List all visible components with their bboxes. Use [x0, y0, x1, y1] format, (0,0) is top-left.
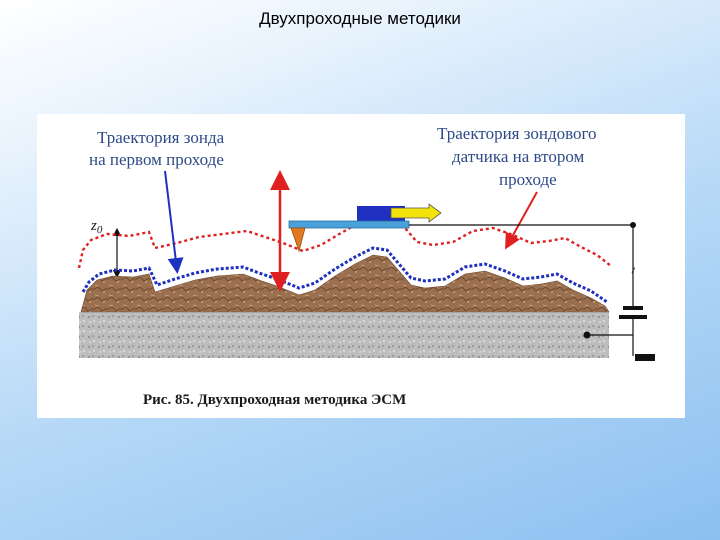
first-pass-leader-arrow	[164, 170, 184, 274]
battery-short-plate	[619, 315, 647, 319]
scan-direction-arrow	[390, 203, 442, 223]
sample-relief	[80, 254, 610, 313]
figure-panel: Траектория зонда на первом проходе Траек…	[37, 114, 685, 418]
second-pass-label-line3: проходе	[499, 170, 557, 189]
circuit-node-substrate	[583, 331, 591, 339]
second-pass-label-line1: Траектория зондового	[437, 124, 597, 143]
probe-tip	[290, 227, 306, 253]
substrate	[79, 312, 609, 358]
first-pass-label-line1: Траектория зонда	[97, 128, 225, 147]
esm-diagram: Траектория зонда на первом проходе Траек…	[77, 124, 655, 408]
z0-label: z0	[90, 218, 103, 236]
battery-long-plate	[623, 306, 643, 310]
cantilever	[288, 220, 410, 229]
first-pass-trace	[81, 246, 608, 304]
ground-symbol	[635, 354, 655, 361]
circuit-node-top	[630, 222, 636, 228]
slide-title: Двухпроходные методики	[259, 9, 461, 28]
first-pass-label-line2: на первом проходе	[89, 150, 224, 169]
figure-caption: Рис. 85. Двухпроходная методика ЭСМ	[143, 392, 406, 408]
second-pass-label-line2: датчика на втором	[452, 147, 585, 166]
second-pass-leader-arrow	[505, 191, 538, 250]
